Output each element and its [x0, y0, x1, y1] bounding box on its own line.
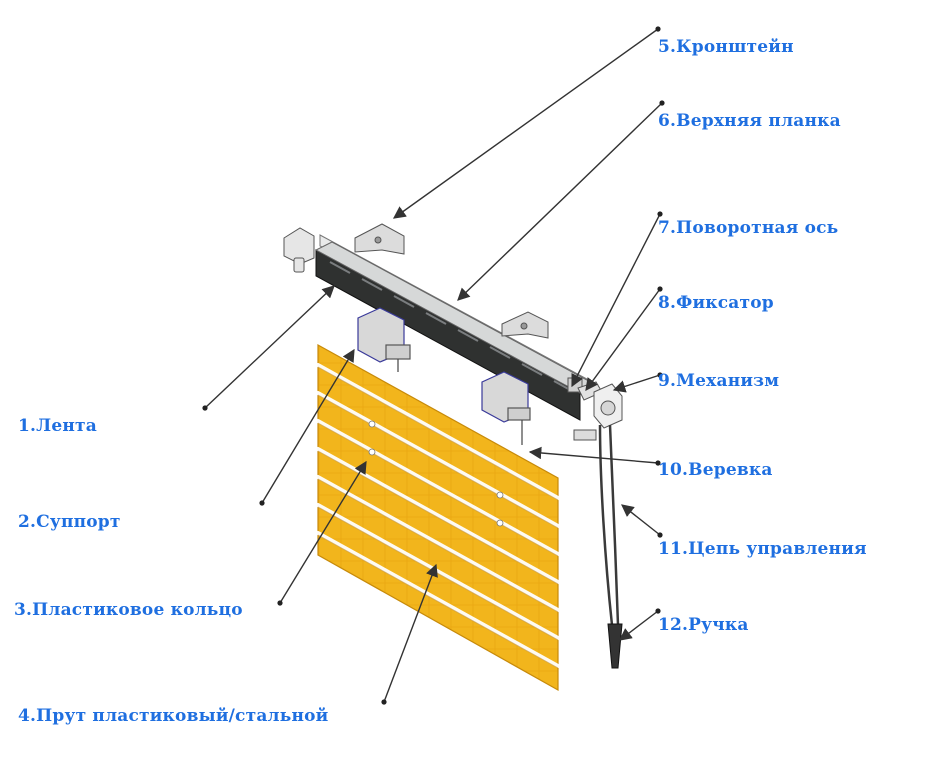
label-rod: 4.Прут пластиковый/стальной — [18, 708, 328, 725]
end-cap-icon — [284, 228, 314, 272]
handle-icon — [608, 624, 622, 668]
label-support: 2.Суппорт — [18, 514, 121, 531]
label-top-rail: 6.Верхняя планка — [658, 113, 841, 130]
label-control-chain: 11.Цепь управления — [658, 541, 867, 558]
chain-icon — [600, 425, 618, 625]
label-bracket: 5.Кронштейн — [658, 39, 794, 56]
label-rotary-axis: 7.Поворотная ось — [658, 220, 838, 237]
label-mechanism: 9.Механизм — [658, 373, 779, 390]
label-plastic-ring: 3.Пластиковое кольцо — [14, 602, 243, 619]
label-tape: 1.Лента — [18, 418, 97, 435]
label-lock: 8.Фиксатор — [658, 295, 774, 312]
label-handle: 12.Ручка — [658, 617, 749, 634]
label-cord: 10.Веревка — [658, 462, 773, 479]
